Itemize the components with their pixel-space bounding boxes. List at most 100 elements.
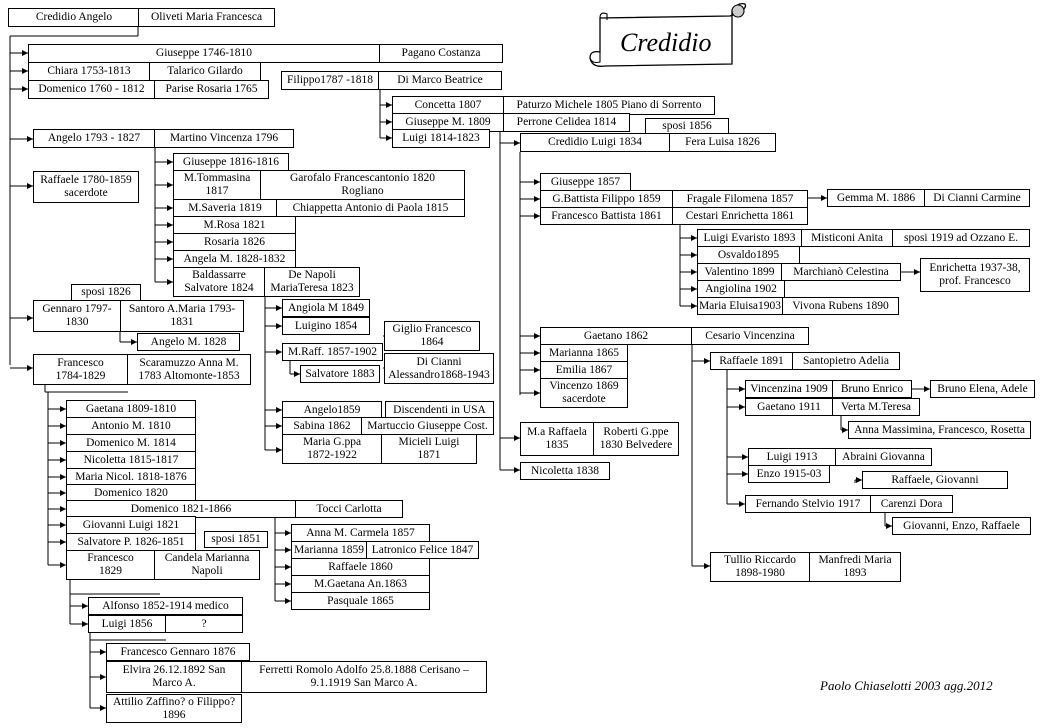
person-box: Alfonso 1852-1914 medico (88, 597, 243, 615)
person-box: Enrichetta 1937-38, prof. Francesco (920, 258, 1030, 292)
person-box: Baldassarre Salvatore 1824 (173, 267, 265, 297)
person-box: Luigi 1856 (88, 615, 166, 633)
person-box: Cesario Vincenzina (691, 327, 809, 345)
person-box: Angela M. 1828-1832 (173, 250, 296, 268)
person-box: Pagano Costanza (379, 44, 503, 63)
person-box: Vincenzo 1869 sacerdote (540, 378, 628, 408)
person-box: Valentino 1899 (697, 263, 782, 281)
person-box: Di Marco Beatrice (378, 71, 502, 90)
person-box: ? (165, 615, 243, 633)
person-box: Salvatore 1883 (300, 365, 380, 383)
person-box: Perrone Celidea 1814 (503, 113, 630, 132)
person-box: Maria G.ppa 1872-1922 (282, 434, 382, 464)
person-box: Tullio Riccardo 1898-1980 (710, 552, 810, 582)
person-box: Scaramuzzo Anna M. 1783 Altomonte-1853 (127, 354, 251, 385)
person-box: Luigi Evaristo 1893 (697, 229, 802, 247)
person-box: Attilio Zaffino? o Filippo? 1896 (106, 694, 242, 723)
person-box: Marchianò Celestina (781, 263, 901, 281)
person-box: De Napoli MariaTeresa 1823 (264, 267, 360, 297)
person-box: Maria Eluisa1903 (697, 297, 783, 315)
person-box: G.Battista Filippo 1859 (540, 190, 673, 208)
person-box: Vivona Rubens 1890 (782, 297, 899, 315)
person-box: Roberti G.ppe 1830 Belvedere (593, 422, 679, 456)
person-box: Giovanni, Enzo, Raffaele (892, 517, 1031, 535)
person-box: Nicoletta 1815-1817 (66, 451, 196, 469)
person-box: Di Cianni Alessandro1868-1943 (384, 353, 494, 384)
person-box: M.Rosa 1821 (173, 216, 296, 234)
person-box: Parise Rosaria 1765 (154, 80, 269, 99)
person-box: Fera Luisa 1826 (669, 133, 776, 152)
person-box: Osvaldo1895 (697, 246, 800, 264)
person-box: Elvira 26.12.1892 San Marco A. (106, 661, 242, 693)
person-box: Giuseppe 1816-1816 (173, 153, 289, 171)
person-box: Marianna 1859 (291, 541, 367, 559)
person-box: Raffaele 1860 (291, 558, 430, 576)
person-box: Giglio Francesco 1864 (384, 321, 480, 351)
person-box: Francesco Battista 1861 (540, 207, 673, 225)
person-box: Domenico M. 1814 (66, 434, 196, 452)
person-box: Garofalo Francescantonio 1820 Rogliano (260, 170, 465, 200)
person-box: Carenzi Dora (870, 495, 953, 513)
person-box: Francesco Gennaro 1876 (106, 643, 250, 661)
person-box: Ferretti Romolo Adolfo 25.8.1888 Cerisan… (241, 661, 487, 693)
person-box: Fernando Stelvio 1917 (745, 495, 871, 513)
page-title: Credidio (620, 28, 711, 58)
person-box: Santoro A.Maria 1793- 1831 (120, 300, 244, 332)
person-box: M.Raff. 1857-1902 (282, 343, 383, 361)
person-box: Gennaro 1797- 1830 (33, 300, 121, 332)
person-box: Giuseppe 1857 (540, 173, 631, 191)
person-box: Santopietro Adelia (792, 352, 900, 370)
person-box: Anna M. Carmela 1857 (291, 524, 430, 542)
author-signature: Paolo Chiaselotti 2003 agg.2012 (820, 678, 993, 694)
person-box: Martino Vincenza 1796 (154, 129, 294, 148)
person-box: Raffaele 1891 (710, 352, 793, 370)
person-box: Micieli Luigi 1871 (381, 434, 477, 464)
person-box: Luigi 1913 (748, 448, 836, 466)
person-box: Misticoni Anita (801, 229, 893, 247)
person-box: Vincenzina 1909 (745, 380, 833, 398)
person-box: M.a Raffaela 1835 (520, 422, 594, 456)
person-box: Tocci Carlotta (295, 500, 403, 518)
person-box: Francesco 1784-1829 (33, 354, 128, 385)
person-box: Anna Massimina, Francesco, Rosetta (848, 421, 1031, 439)
person-box: Luigino 1854 (282, 317, 370, 335)
person-box: Martuccio Giuseppe Cost. (361, 417, 494, 435)
person-box: M.Saveria 1819 (173, 199, 277, 217)
person-box: Oliveti Maria Francesca (138, 8, 275, 27)
person-box: Enzo 1915-03 (748, 465, 830, 483)
person-box: Chiara 1753-1813 (28, 62, 150, 81)
person-box: Domenico 1760 - 1812 (28, 80, 155, 99)
person-box: Bruno Elena, Adele (930, 380, 1035, 398)
person-box: Giuseppe 1746-1810 (28, 44, 380, 63)
person-box: Salvatore P. 1826-1851 (66, 533, 196, 551)
person-box: Raffaele, Giovanni (862, 471, 1008, 489)
person-box: Candela Marianna Napoli (154, 550, 260, 580)
person-box: Marianna 1865 (540, 344, 628, 362)
person-box: Rosaria 1826 (173, 233, 296, 251)
person-box: M.Gaetana An.1863 (291, 575, 430, 593)
person-box: Cestari Enrichetta 1861 (672, 207, 808, 225)
person-box: Gaetana 1809-1810 (66, 400, 196, 418)
person-box: Latronico Felice 1847 (366, 541, 479, 559)
person-box: Talarico Gilardo (149, 62, 261, 81)
person-box: Gaetano 1911 (745, 398, 833, 416)
person-box: Nicoletta 1838 (520, 462, 610, 480)
person-box: Angiola M 1849 (282, 299, 370, 317)
person-box: Gaetano 1862 (540, 327, 692, 345)
person-box: Fragale Filomena 1857 (672, 190, 808, 208)
person-box: Giovanni Luigi 1821 (66, 516, 196, 534)
person-box: Emilia 1867 (540, 361, 628, 379)
person-box: Luigi 1814-1823 (392, 129, 490, 148)
person-box: Chiappetta Antonio di Paola 1815 (276, 199, 465, 217)
person-box: Pasquale 1865 (291, 592, 430, 610)
person-box: Raffaele 1780-1859 sacerdote (33, 171, 139, 203)
person-box: Gemma M. 1886 (827, 189, 925, 207)
person-box: sposi 1919 ad Ozzano E. (892, 229, 1030, 247)
person-box: Credidio Angelo (8, 8, 140, 27)
person-box: Filippo1787 -1818 (281, 71, 379, 90)
person-box: Verta M.Teresa (832, 398, 920, 416)
person-box: Antonio M. 1810 (66, 417, 196, 435)
person-box: sposi 1826 (71, 284, 141, 301)
person-box: Credidio Luigi 1834 (520, 133, 670, 152)
